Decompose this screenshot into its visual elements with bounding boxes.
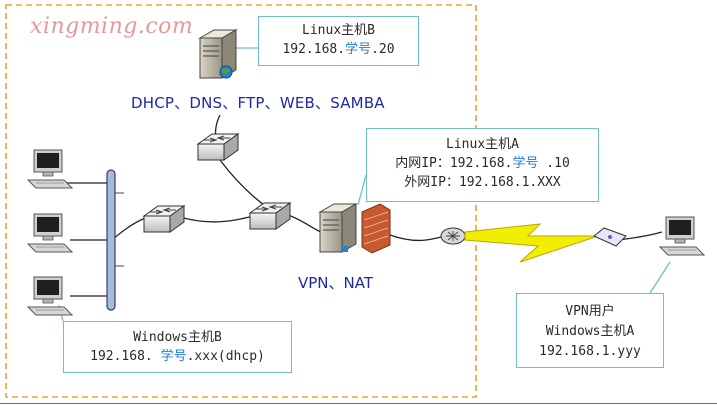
bottom-divider <box>0 403 717 404</box>
server-icon <box>319 203 357 253</box>
modem-icon <box>593 227 627 247</box>
router-icon <box>440 227 466 245</box>
linux-host-b-name: Linux主机B <box>302 23 375 38</box>
switch-icon <box>249 202 291 230</box>
firewall-icon <box>361 203 391 254</box>
services-label: DHCP、DNS、FTP、WEB、SAMBA <box>131 94 385 112</box>
watermark-text: xingming.com <box>30 14 194 39</box>
pc-icon <box>27 149 73 189</box>
hub-bus-icon <box>106 169 124 311</box>
pc-icon <box>27 213 73 253</box>
windows-host-a-ip: 192.168.1.yyy <box>539 344 641 359</box>
pc-icon <box>659 216 705 256</box>
linux-host-b-ip: 192.168.学号.20 <box>282 42 395 57</box>
switch-icon <box>197 133 239 161</box>
linux-host-a-name: Linux主机A <box>446 137 519 152</box>
linux-host-a-inner-ip: 内网IP：192.168.学号 .10 <box>395 156 570 171</box>
vpn-nat-label: VPN、NAT <box>298 274 374 292</box>
server-icon <box>199 29 237 79</box>
vpn-user-callout: VPN用户 Windows主机A 192.168.1.yyy <box>516 293 664 368</box>
vpn-user-label: VPN用户 <box>565 304 615 319</box>
windows-host-b-name: Windows主机B <box>133 330 222 345</box>
switch-icon <box>143 205 185 233</box>
windows-host-b-callout: Windows主机B 192.168. 学号.xxx(dhcp) <box>63 321 292 373</box>
linux-host-a-outer-ip: 外网IP：192.168.1.XXX <box>404 175 561 190</box>
pc-icon <box>27 276 73 316</box>
linux-host-b-callout: Linux主机B 192.168.学号.20 <box>258 16 419 66</box>
lightning-link-icon <box>464 223 599 263</box>
windows-host-a-name: Windows主机A <box>545 324 635 339</box>
windows-host-b-ip: 192.168. 学号.xxx(dhcp) <box>90 349 265 364</box>
linux-host-a-callout: Linux主机A 内网IP：192.168.学号 .10 外网IP：192.16… <box>366 128 599 202</box>
